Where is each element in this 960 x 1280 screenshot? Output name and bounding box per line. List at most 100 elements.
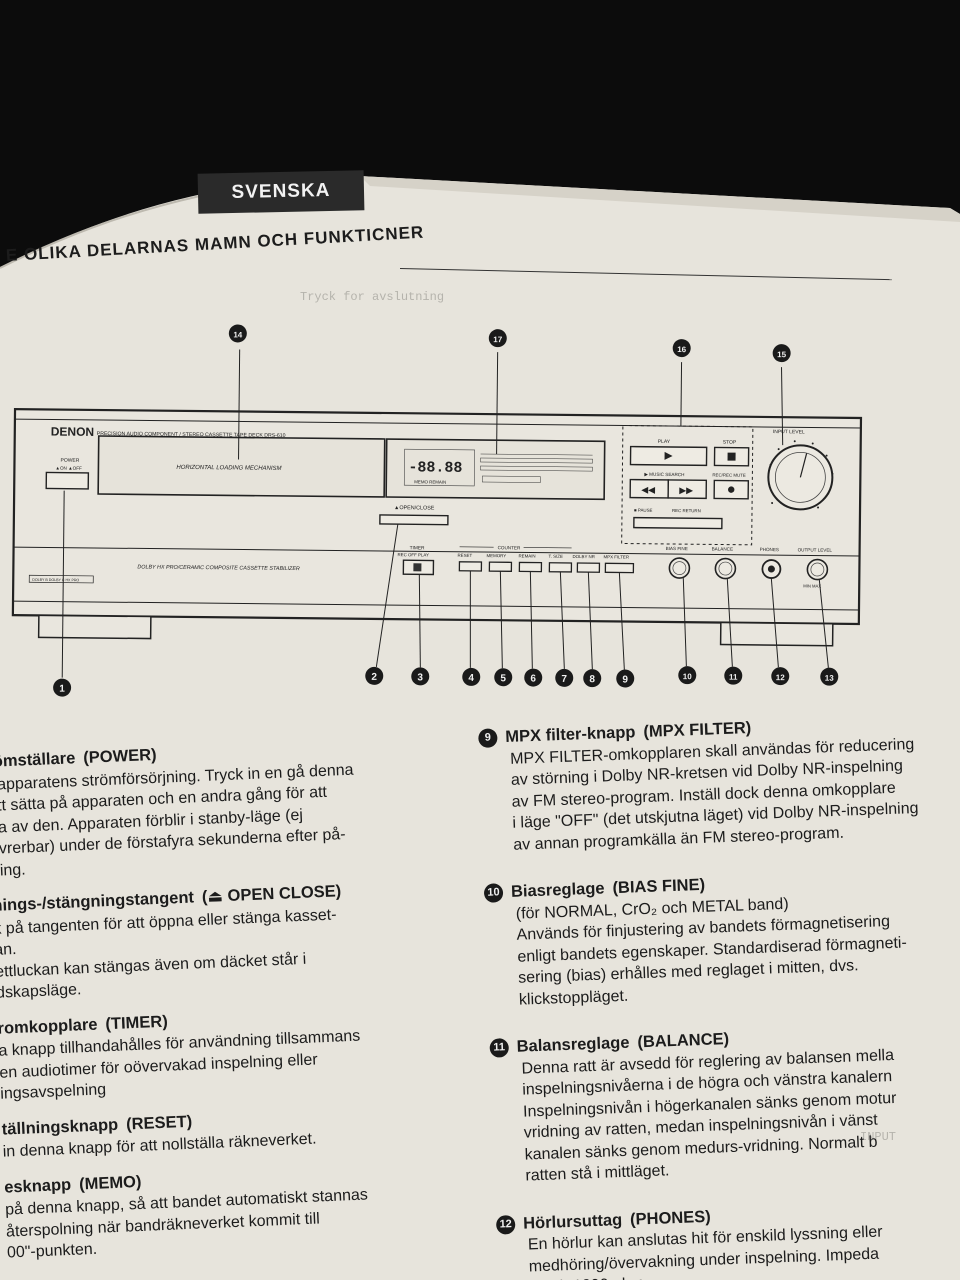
- callout-11: [724, 666, 743, 685]
- callout-16: [672, 339, 691, 358]
- svg-text:14: 14: [233, 330, 243, 339]
- play-label: PLAY: [658, 439, 671, 445]
- entry-reset: tällningsknapp (RESET) in denna knapp fö…: [1, 1100, 462, 1163]
- balance-knob[interactable]: [714, 557, 737, 580]
- svg-text:4: 4: [468, 673, 474, 684]
- callout-4: [462, 667, 481, 686]
- callout-badge: 9: [478, 728, 498, 749]
- rec-mute-label: REC/REC MUTE: [712, 472, 746, 477]
- stop-label: STOP: [723, 440, 737, 446]
- memory-button[interactable]: [488, 561, 513, 572]
- level-meter: [480, 453, 593, 483]
- brand-logo: DENON: [51, 425, 94, 439]
- svg-text:8: 8: [589, 674, 595, 685]
- callout-badges: 1 2 3 4 5 6 7 8 9 10 11 12 13 14 15 16 1…: [53, 324, 839, 697]
- entry-body: r apparatens strömförsörjning. Tryck in …: [0, 761, 354, 880]
- callout-17: [488, 329, 507, 348]
- bleedthrough-text: Tryck for avslutning: [300, 290, 445, 304]
- fast-forward-button[interactable]: [667, 479, 708, 500]
- output-min-max: MIN MAX: [803, 583, 821, 588]
- music-search-label: ▶ MUSIC SEARCH: [644, 472, 684, 477]
- callout-15: [772, 344, 791, 363]
- reset-button[interactable]: [458, 561, 483, 572]
- callout-2: [365, 666, 384, 685]
- callout-6: [524, 668, 543, 687]
- counter-digits: -88.88: [408, 459, 462, 477]
- pause-button[interactable]: [633, 516, 723, 530]
- mechanism-label: HORIZONTAL LOADING MECHANISM: [176, 465, 281, 472]
- callout-1: [53, 678, 72, 697]
- mpx-filter-label: MPX FILTER: [603, 554, 629, 559]
- display-sublabels: MEMO REMAIN: [414, 479, 446, 484]
- svg-text:1: 1: [59, 684, 65, 695]
- input-level-label: INPUT LEVEL: [773, 429, 805, 435]
- open-close-label: ▲OPEN/CLOSE: [394, 505, 435, 511]
- dolby-nr-button[interactable]: [576, 562, 601, 573]
- callout-12: [771, 667, 790, 686]
- pause-label: ■ PAUSE: [634, 508, 653, 513]
- svg-text:10: 10: [683, 672, 693, 681]
- callout-10: [678, 666, 697, 685]
- tsize-label: T. SIZE: [548, 554, 563, 559]
- open-close-button[interactable]: [379, 514, 449, 526]
- svg-text:15: 15: [777, 350, 787, 359]
- rec-return-label: REC RETURN: [672, 508, 701, 513]
- mpx-filter-button[interactable]: [604, 562, 635, 574]
- cassette-deck-diagram: DENON PRECISION AUDIO COMPONENT / STEREO…: [11, 324, 863, 697]
- entry-balance: 11 Balansreglage (BALANCE) Denna ratt är…: [489, 1020, 960, 1188]
- svg-text:2: 2: [371, 672, 377, 683]
- bias-fine-knob[interactable]: [668, 557, 691, 579]
- tsize-button[interactable]: [548, 562, 573, 573]
- entry-mpx-filter: 9 MPX filter-knapp (MPX FILTER) MPX FILT…: [478, 710, 960, 857]
- power-on-off: ▲ON ▲OFF: [55, 466, 82, 471]
- svg-text:▶▶: ▶▶: [679, 485, 693, 495]
- svg-text:13: 13: [825, 674, 835, 683]
- callout-badge: 12: [495, 1214, 516, 1235]
- entry-memo: esknapp (MEMO) på denna knapp, så att ba…: [4, 1158, 467, 1264]
- dolby-badge: DOLBY B DOLBY C HX PRO: [32, 578, 79, 582]
- svg-text:5: 5: [500, 673, 506, 684]
- callout-7: [555, 668, 574, 687]
- entry-body: k på tangenten för att öppna eller stäng…: [0, 905, 337, 1002]
- callout-9: [616, 669, 635, 688]
- timer-modes: REC OFF PLAY: [398, 552, 430, 557]
- output-level-knob[interactable]: [806, 558, 829, 581]
- entry-open-close: nings-/stängningstangent (⏏ OPEN CLOSE) …: [0, 877, 456, 1005]
- callout-badge: 11: [489, 1038, 510, 1059]
- counter-label: COUNTER: [498, 545, 521, 550]
- transport-frame: [621, 424, 754, 546]
- svg-text:6: 6: [530, 674, 536, 685]
- entry-body: (för NORMAL, CrO₂ och METAL band) Använd…: [515, 895, 908, 1009]
- left-foot: [37, 614, 152, 640]
- dolby-stabilizer-label: DOLBY HX PRO/CERAMIC COMPOSITE CASSETTE …: [137, 564, 300, 572]
- svg-text:12: 12: [776, 673, 786, 682]
- power-label: POWER: [60, 458, 79, 464]
- bias-fine-label: BIAS FINE: [666, 546, 688, 551]
- power-button[interactable]: [45, 471, 90, 490]
- phones-label: PHONES: [760, 547, 779, 552]
- entry-power: römställare (POWER) r apparatens strömfö…: [0, 733, 451, 882]
- svg-text:17: 17: [493, 335, 503, 344]
- svg-text:◀◀: ◀◀: [641, 485, 655, 495]
- entry-bias-fine: 10 Biasreglage (BIAS FINE) (för NORMAL, …: [483, 865, 960, 1012]
- remain-button[interactable]: [518, 561, 543, 573]
- bleedthrough-text: INPUT: [860, 1130, 897, 1144]
- callout-badge: 10: [483, 883, 504, 904]
- leader-lines: [61, 349, 829, 678]
- callout-8: [583, 669, 602, 688]
- svg-text:7: 7: [561, 674, 567, 685]
- svg-text:16: 16: [677, 345, 687, 354]
- entry-body: MPX FILTER-omkopplaren skall användas fö…: [509, 735, 919, 854]
- remain-label: REMAIN: [518, 553, 535, 558]
- entry-phones: 12 Hörlursuttag (PHONES) En hörlur kan a…: [495, 1197, 960, 1280]
- reset-label: RESET: [457, 553, 472, 558]
- memory-label: MEMORY: [486, 553, 506, 558]
- cassette-door[interactable]: [97, 435, 386, 498]
- entry-timer: romkopplare (TIMER) a knapp tillhandahål…: [0, 999, 460, 1105]
- right-column: 9 MPX filter-knapp (MPX FILTER) MPX FILT…: [478, 710, 960, 1280]
- entry-body: Denna ratt är avsedd för reglering av ba…: [521, 1046, 897, 1185]
- callout-14: [228, 324, 247, 343]
- left-column: römställare (POWER) r apparatens strömfö…: [0, 733, 468, 1278]
- balance-label: BALANCE: [712, 546, 734, 551]
